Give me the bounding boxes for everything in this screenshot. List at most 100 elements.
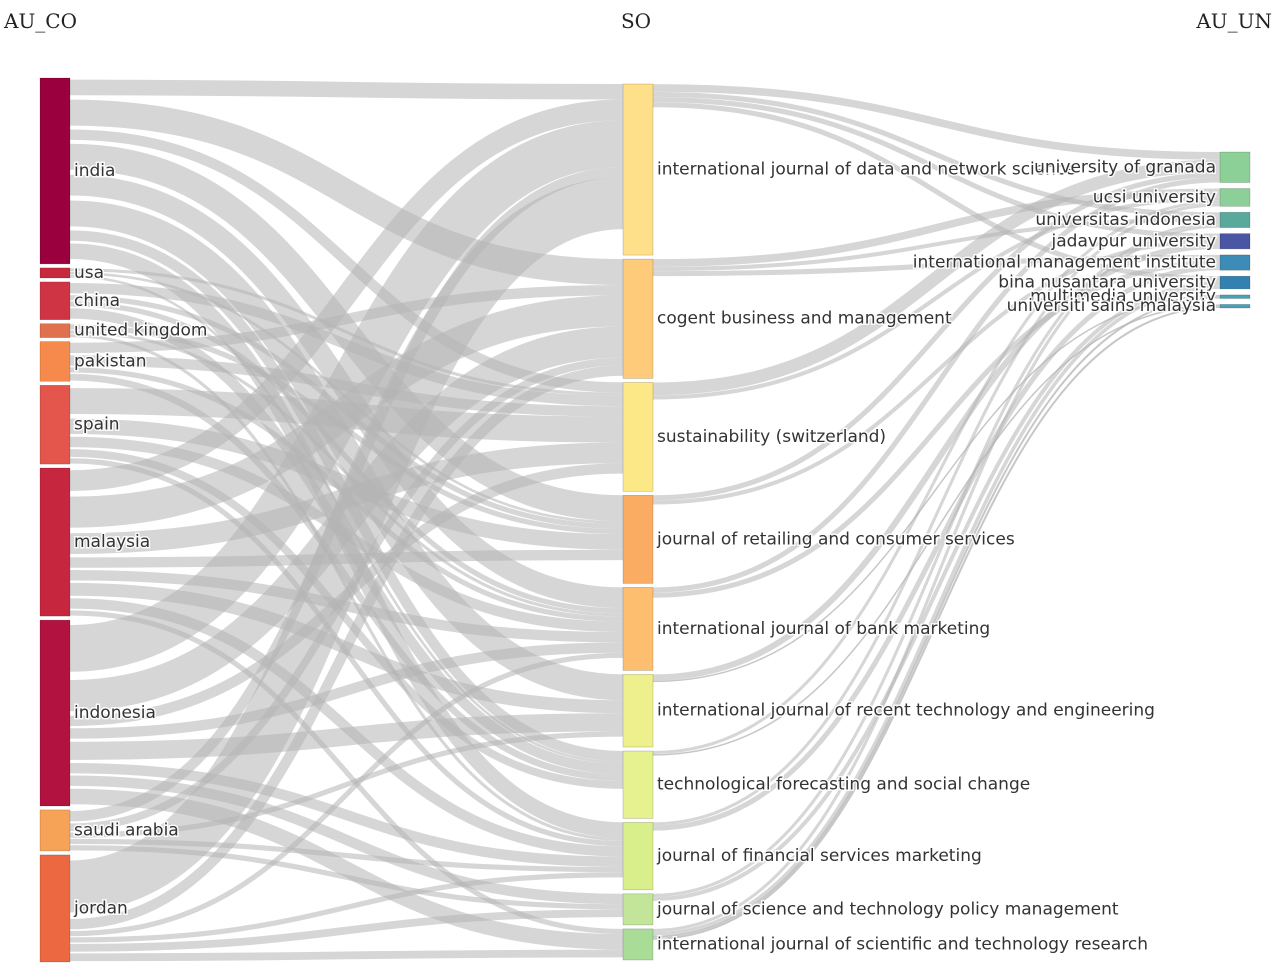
node-label: sustainability (switzerland) — [657, 427, 886, 447]
sankey-link — [652, 224, 1221, 932]
sankey-node — [39, 341, 71, 382]
sankey-node — [622, 750, 654, 819]
sankey-link — [69, 99, 624, 492]
sankey-link — [69, 909, 624, 952]
node-label: university of granada — [1034, 157, 1216, 177]
sankey-link — [69, 449, 624, 789]
node-label: saudi arabia — [74, 820, 179, 840]
sankey-link — [69, 365, 624, 930]
sankey-link — [69, 652, 624, 937]
sankey-node — [39, 467, 71, 617]
node-label: indonesia — [74, 703, 156, 723]
sankey-link — [652, 242, 1221, 681]
node-label: multimedia university — [1030, 287, 1216, 307]
sankey-node — [1219, 233, 1251, 250]
sankey-link — [652, 97, 1221, 239]
sankey-link — [652, 238, 1221, 505]
sankey-link — [652, 281, 1221, 901]
sankey-link — [652, 203, 1221, 826]
links-layer — [68, 79, 1221, 962]
sankey-link — [68, 177, 625, 913]
node-label: jadavpur university — [1051, 231, 1216, 251]
sankey-node — [622, 587, 654, 671]
node-label: international management institute — [913, 253, 1216, 273]
sankey-node — [1219, 304, 1251, 309]
sankey-node — [622, 822, 654, 891]
node-label: china — [74, 291, 120, 311]
sankey-node — [1219, 212, 1251, 228]
node-label: jordan — [73, 898, 128, 918]
sankey-link — [69, 120, 624, 672]
node-label: india — [74, 161, 115, 181]
node-label: journal of retailing and consumer servic… — [656, 529, 1015, 549]
sankey-node — [1219, 294, 1251, 299]
sankey-node — [39, 384, 71, 465]
sankey-link — [69, 79, 624, 100]
sankey-link — [652, 84, 1221, 160]
node-label: technological forecasting and social cha… — [657, 775, 1030, 795]
node-label: international journal of bank marketing — [657, 619, 990, 639]
sankey-link — [652, 285, 1221, 936]
sankey-link — [652, 265, 1221, 831]
sankey-node — [622, 928, 654, 961]
sankey-link — [652, 259, 1221, 598]
sankey-node — [1219, 188, 1251, 207]
sankey-link — [69, 285, 624, 354]
labels-layer: india usa china united kingdom pakistan spain… — [72, 156, 1218, 956]
sankey-link — [69, 872, 624, 943]
sankey-link — [652, 304, 1221, 756]
sankey-link — [652, 305, 1221, 940]
sankey-node — [1219, 275, 1251, 290]
sankey-node — [39, 281, 71, 320]
node-label: universitas indonesia — [1035, 210, 1216, 230]
column-titles: AU_CO SO AU_UN — [3, 9, 1272, 33]
sankey-link — [652, 177, 1221, 593]
sankey-node — [622, 494, 654, 584]
nodes-layer — [39, 77, 1251, 963]
sankey-node — [622, 893, 654, 926]
sankey-link — [69, 301, 624, 614]
sankey-node — [622, 258, 654, 379]
sankey-link — [652, 159, 1221, 396]
sankey-node — [39, 77, 71, 265]
column-title-au-co: AU_CO — [3, 9, 77, 33]
sankey-link — [652, 188, 1221, 267]
node-label: bina nusantara university — [998, 273, 1216, 293]
sankey-link — [69, 949, 624, 962]
sankey-link — [652, 172, 1221, 501]
node-label: united kingdom — [74, 321, 207, 341]
node-label: international journal of scientific and … — [657, 934, 1148, 954]
sankey-node — [622, 382, 654, 492]
sankey-link — [69, 642, 624, 739]
node-label: usa — [74, 263, 104, 283]
node-label: ucsi university — [1093, 187, 1216, 207]
sankey-node — [622, 674, 654, 748]
column-title-so: SO — [621, 9, 651, 33]
column-title-au-un: AU_UN — [1195, 9, 1272, 33]
sankey-link — [652, 196, 1221, 400]
sankey-node — [1219, 151, 1251, 183]
sankey-link — [652, 217, 1221, 271]
sankey-link — [652, 200, 1221, 755]
sankey-node — [39, 619, 71, 807]
node-label: journal of science and technology policy… — [656, 899, 1119, 919]
node-label: international journal of recent technolo… — [657, 701, 1155, 721]
node-label: journal of financial services marketing — [656, 846, 982, 866]
sankey-link — [652, 221, 1221, 897]
node-label: spain — [74, 415, 120, 435]
sankey-link — [69, 762, 624, 867]
sankey-node — [39, 854, 71, 963]
node-label: universiti sains malaysia — [1007, 296, 1216, 316]
sankey-link — [69, 200, 624, 701]
node-label: international journal of data and networ… — [657, 160, 1076, 180]
node-label: pakistan — [74, 351, 147, 371]
node-label: malaysia — [74, 532, 150, 552]
sankey-node — [1219, 254, 1251, 271]
sankey-node — [39, 809, 71, 852]
sankey-link — [652, 296, 1221, 938]
sankey-node — [39, 323, 71, 338]
sankey-link — [69, 713, 624, 760]
sankey-node — [622, 83, 654, 256]
node-label: cogent business and management — [657, 309, 952, 329]
